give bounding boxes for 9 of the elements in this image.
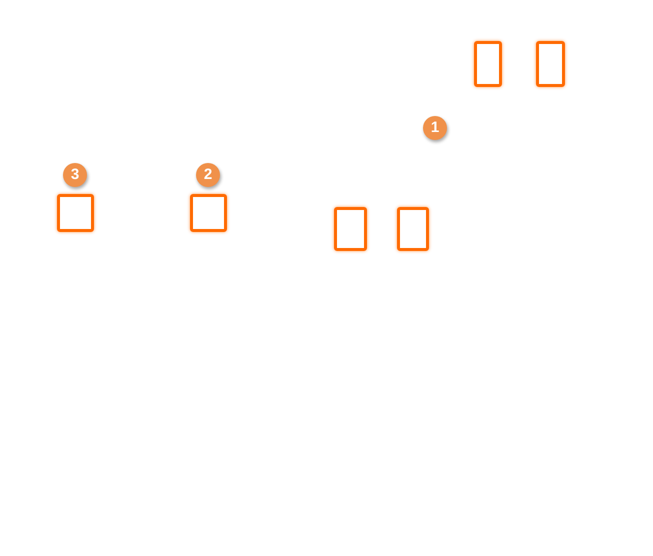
highlight-frame: [334, 207, 367, 251]
callout-number: 1: [423, 116, 447, 140]
highlight-frame: [474, 41, 502, 87]
highlight-frame: [190, 194, 227, 232]
callout-number: 3: [63, 163, 87, 187]
callout-number: 2: [196, 163, 220, 187]
highlight-frame: [57, 194, 94, 232]
highlight-frame: [536, 41, 565, 87]
highlight-frame: [397, 207, 429, 251]
